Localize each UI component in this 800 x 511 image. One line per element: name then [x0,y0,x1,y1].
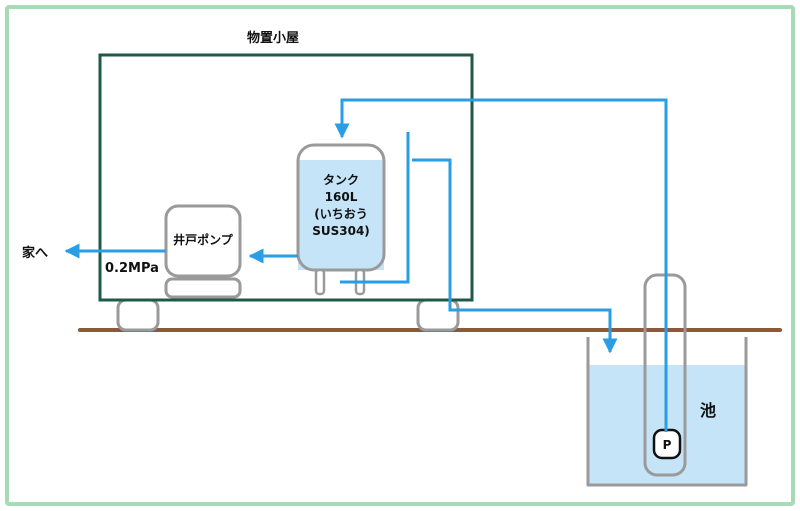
outer-frame [5,5,795,506]
submersible-pump-label: P [663,438,672,452]
to-house-label: 家へ [22,245,48,261]
shed-label: 物置小屋 [247,30,299,46]
pond-label: 池 [700,401,716,420]
pond-wall [586,337,748,487]
tank-leg-left [314,268,326,296]
well-pump-label: 井戸ポンプ [173,232,234,247]
well-pump-base [164,277,242,299]
pipe-tank-overflow [340,132,410,284]
tank-body [296,143,386,272]
pipe-return-to-pond [412,158,618,354]
tank-label-line2: 160L [325,190,358,204]
shed-foundation-left [116,298,160,332]
shed-wall [98,53,474,302]
pressure-label: 0.2MPa [105,261,159,276]
tank-water [298,160,384,270]
well-pump-body [164,204,242,278]
tank-label-line3: (いちおう [314,207,368,221]
pipe-pump-to-tank [334,98,668,432]
shed-foundation-right [416,298,460,332]
tank-label-line1: タンク [323,173,359,187]
tank-label-line4: SUS304) [312,224,370,238]
